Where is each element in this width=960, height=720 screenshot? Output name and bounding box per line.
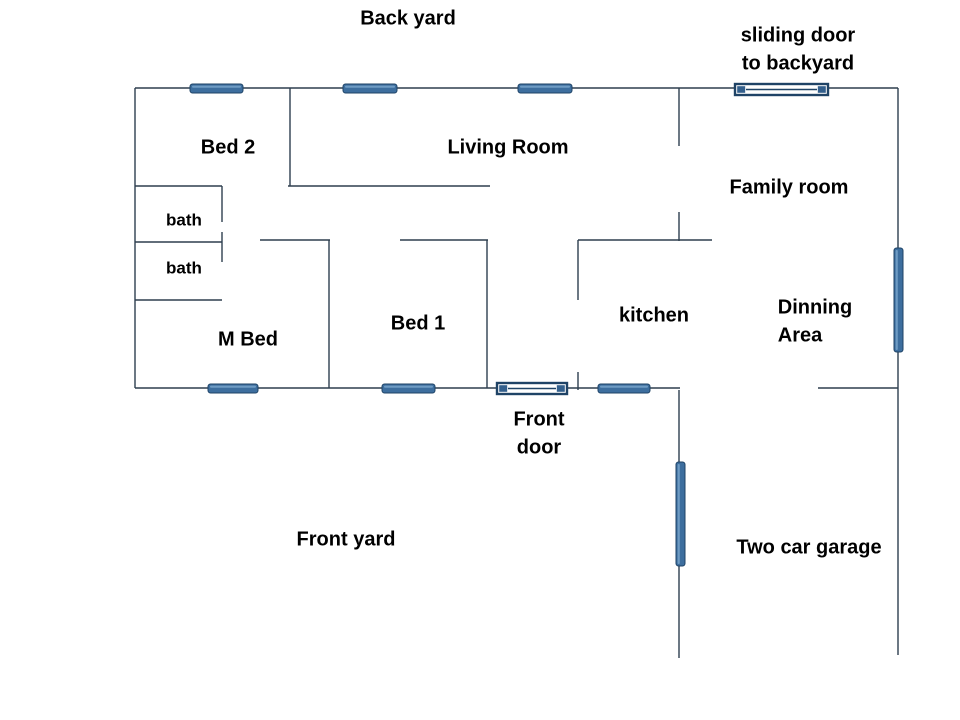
window-bed1-south [381, 383, 436, 394]
window-dinning-east-body [893, 247, 904, 353]
window-living-north-left-body [342, 83, 398, 94]
label-dinning-area-line1: Dinning [778, 296, 852, 318]
window-garage-west-highlight [677, 464, 680, 564]
window-kitchen-south-body [597, 383, 651, 394]
label-bed-1: Bed 1 [391, 312, 445, 334]
label-family-room: Family room [730, 176, 849, 198]
label-bath-upper: bath [166, 210, 202, 229]
callout-front-door-callout-line1: Front [513, 408, 564, 430]
front-door-right-panel [556, 385, 565, 392]
window-living-north-left [342, 83, 398, 94]
window-mbed-south-body [207, 383, 259, 394]
window-bed1-south-highlight [384, 385, 433, 388]
label-bed-2: Bed 2 [201, 136, 255, 158]
sliding-door-to-backyard-right-panel [817, 86, 826, 93]
window-bed2-north-body [189, 83, 244, 94]
label-living-room: Living Room [447, 136, 568, 158]
window-garage-west [675, 461, 686, 567]
window-kitchen-south-highlight [600, 385, 648, 388]
callout-sliding-door-callout-line1: sliding door [741, 24, 856, 46]
label-bath-lower: bath [166, 258, 202, 277]
window-living-north-right-highlight [520, 85, 570, 88]
label-back-yard: Back yard [360, 7, 456, 29]
window-kitchen-south [597, 383, 651, 394]
window-living-north-left-highlight [345, 85, 395, 88]
window-mbed-south [207, 383, 259, 394]
window-bed2-north [189, 83, 244, 94]
front-door[interactable] [495, 381, 569, 396]
callout-sliding-door-callout-line2: to backyard [742, 52, 854, 74]
label-dinning-area-line2: Area [778, 324, 823, 346]
window-living-north-right-body [517, 83, 573, 94]
window-bed2-north-highlight [192, 85, 241, 88]
label-two-car-garage: Two car garage [736, 536, 881, 558]
window-dinning-east-highlight [895, 250, 898, 350]
sliding-door-to-backyard[interactable] [733, 82, 830, 97]
sliding-door-to-backyard-left-panel [737, 86, 746, 93]
window-mbed-south-highlight [210, 385, 256, 388]
doors-layer [495, 82, 830, 396]
label-m-bed: M Bed [218, 328, 278, 350]
window-bed1-south-body [381, 383, 436, 394]
front-door-left-panel [499, 385, 508, 392]
label-kitchen: kitchen [619, 304, 689, 326]
window-living-north-right [517, 83, 573, 94]
windows-layer [189, 83, 904, 567]
window-dinning-east [893, 247, 904, 353]
callout-front-door-callout-line2: door [517, 436, 562, 458]
walls-layer [134, 87, 899, 658]
label-front-yard: Front yard [297, 528, 396, 550]
window-garage-west-body [675, 461, 686, 567]
